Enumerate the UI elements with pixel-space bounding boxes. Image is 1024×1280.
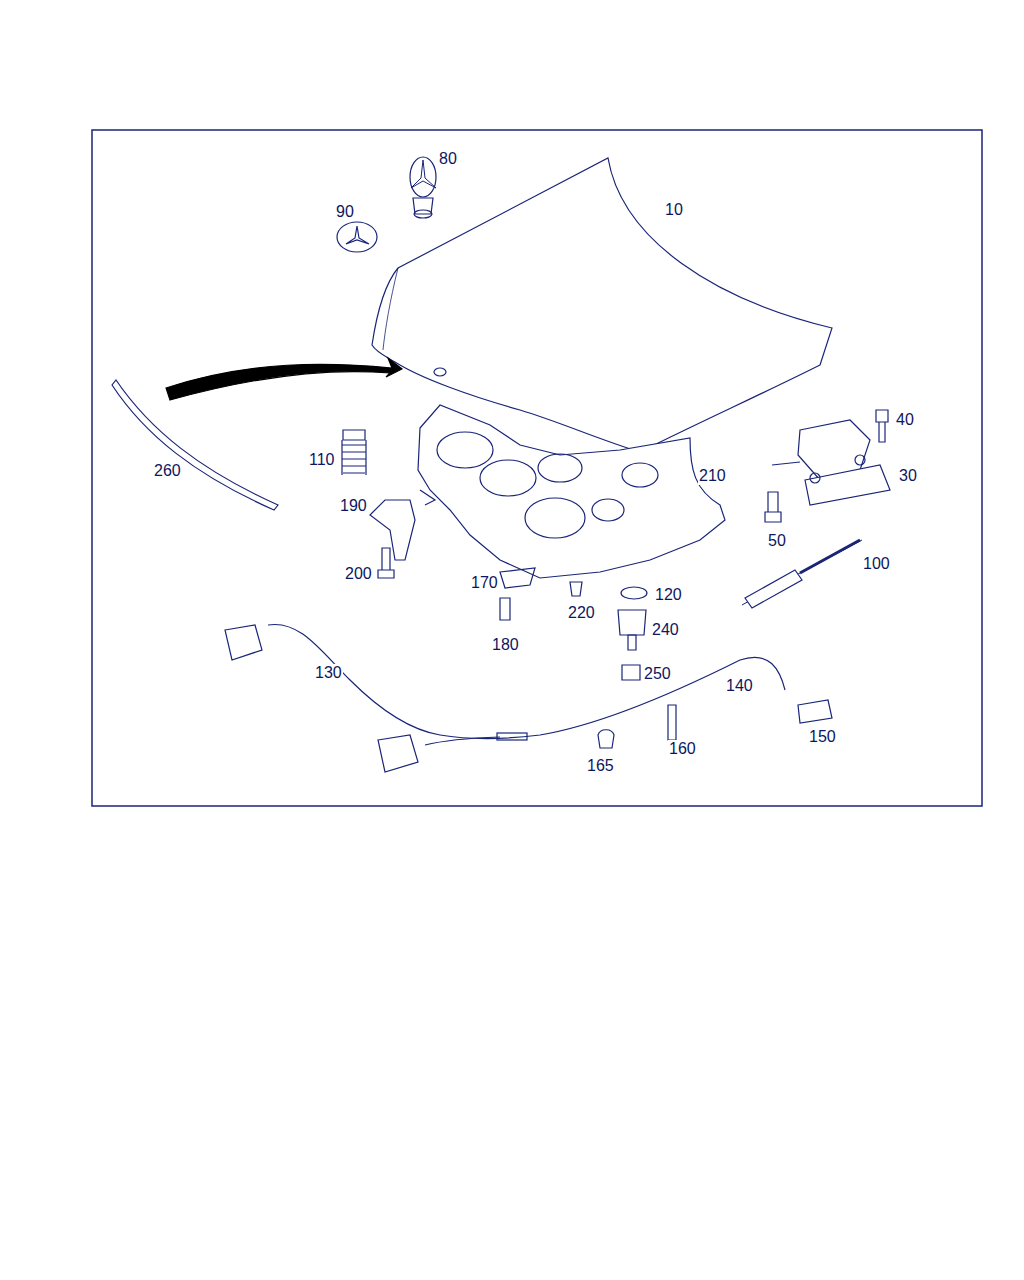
- callout-number: 150: [808, 728, 837, 746]
- callout-number: 260: [153, 462, 182, 480]
- callout-number: 170: [470, 574, 499, 592]
- callout-number: 30: [898, 467, 918, 485]
- callout-number: 240: [651, 621, 680, 639]
- callout-number: 210: [698, 467, 727, 485]
- frame: [92, 130, 982, 806]
- callout-number: 160: [668, 740, 697, 758]
- insulation-mat: [418, 405, 725, 578]
- callout-number: 190: [339, 497, 368, 515]
- callout-number: 100: [862, 555, 891, 573]
- callout-number: 50: [767, 532, 787, 550]
- callout-number: 140: [725, 677, 754, 695]
- callout-number: 10: [664, 201, 684, 219]
- callout-number: 120: [654, 586, 683, 604]
- callout-number: 165: [586, 757, 615, 775]
- callout-number: 220: [567, 604, 596, 622]
- callout-number: 250: [643, 665, 672, 683]
- callout-number: 200: [344, 565, 373, 583]
- callout-number: 80: [438, 150, 458, 168]
- callout-number: 130: [314, 664, 343, 682]
- callout-number: 40: [895, 411, 915, 429]
- callout-number: 180: [491, 636, 520, 654]
- callout-number: 110: [308, 451, 336, 469]
- pointer-arrow: [166, 358, 402, 400]
- callout-number: 90: [335, 203, 355, 221]
